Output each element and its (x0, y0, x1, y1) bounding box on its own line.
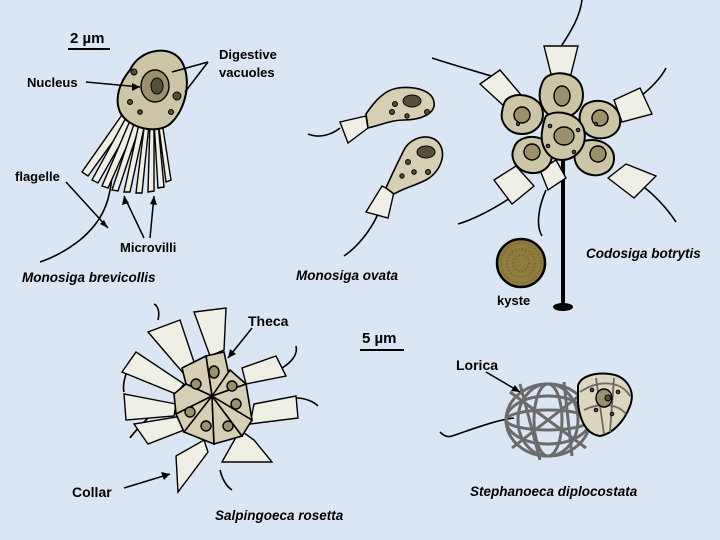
rosetta-collar-1 (193, 307, 227, 357)
brevicollis-vacuole-3 (127, 99, 133, 105)
rosetta-collar-5 (132, 415, 185, 445)
lorica-label: Lorica (456, 357, 498, 373)
theca-label: Theca (248, 313, 289, 329)
kyste-cyst (495, 237, 547, 289)
collar-label: Collar (72, 484, 112, 500)
monosiga-ovata-figure (307, 86, 444, 257)
salpingoeca-rosetta-label: Salpingoeca rosetta (215, 508, 344, 523)
codosiga-stalk-base (553, 303, 573, 311)
rosetta-collar-4 (123, 393, 177, 421)
scale-label-top: 2 µm (70, 30, 105, 47)
brevicollis-vacuole-4 (168, 109, 174, 115)
codosiga-collar-4 (606, 163, 658, 199)
stephanoeca-diplocostata-figure (439, 371, 633, 461)
digestive-label-line1: Digestive (219, 47, 277, 62)
salpingoeca-rosetta-figure (120, 303, 319, 494)
ovata-flagellum-2 (343, 213, 379, 257)
brevicollis-vacuole-5 (137, 109, 143, 115)
codosiga-botrytis-figure (431, 0, 677, 311)
codosiga-collar-5 (492, 165, 536, 206)
nucleus-arrow (85, 81, 141, 88)
kyste-label: kyste (497, 293, 530, 308)
brevicollis-flagellum (39, 174, 113, 263)
ovata-nucleus-1 (402, 94, 422, 108)
brevicollis-nucleolus (150, 77, 164, 95)
vacuole-arrow-2 (184, 61, 209, 93)
monosiga-brevicollis-figure (39, 48, 209, 263)
stephanoeca-diplocostata-label: Stephanoeca diplocostata (470, 484, 638, 499)
ovata-flagellum-1 (307, 127, 341, 137)
monosiga-brevicollis-label: Monosiga brevicollis (22, 270, 156, 285)
nucleus-label: Nucleus (27, 75, 78, 90)
collar-arrow (123, 473, 171, 489)
rosetta-collar-9 (241, 355, 288, 385)
scale-label-mid: 5 µm (362, 330, 397, 347)
flagelle-label: flagelle (15, 169, 60, 184)
rosetta-collar-8 (249, 395, 299, 425)
flagelle-arrow (65, 181, 109, 229)
codosiga-flagellum-top (559, 0, 583, 49)
vacuole-arrow-1 (171, 61, 209, 73)
rosetta-collar-6 (175, 438, 209, 494)
microvilli-label: Microvilli (120, 240, 176, 255)
brevicollis-vacuole-2 (130, 68, 138, 76)
ovata-collar-1 (339, 115, 369, 145)
rosetta-collar-7 (220, 428, 274, 463)
rosetta-collar-3 (120, 351, 186, 395)
brevicollis-vacuole-1 (172, 91, 182, 101)
ovata-body-1 (365, 86, 435, 129)
monosiga-ovata-label: Monosiga ovata (296, 268, 399, 283)
codosiga-botrytis-label: Codosiga botrytis (586, 246, 701, 261)
ovata-body-2 (385, 136, 444, 195)
ovata-nucleus-2 (416, 145, 436, 159)
digestive-label-line2: vacuoles (219, 65, 275, 80)
